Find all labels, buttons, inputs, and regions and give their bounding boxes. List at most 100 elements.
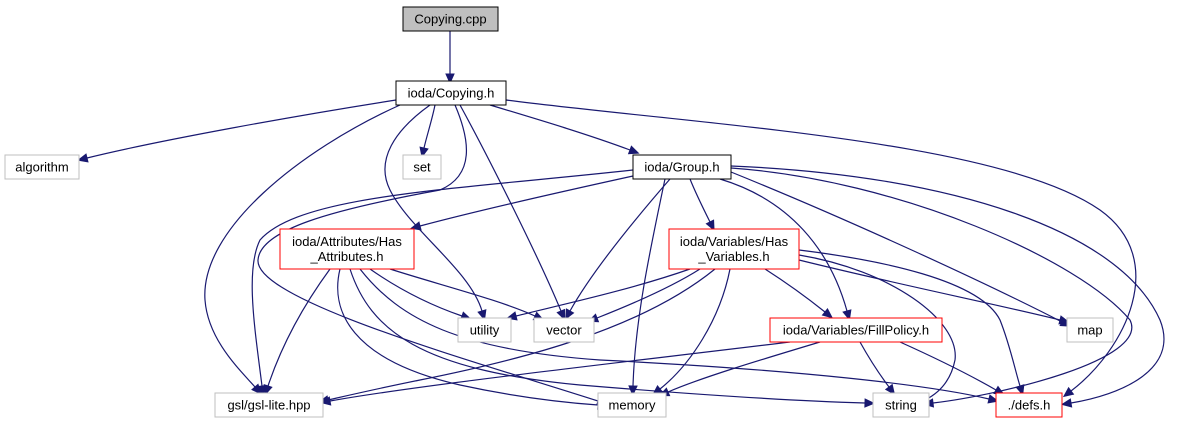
node-gsl-lite[interactable]: gsl/gsl-lite.hpp <box>214 392 324 418</box>
edge-line <box>730 167 1133 404</box>
node-memory[interactable]: memory <box>597 392 667 418</box>
edge-arrowhead <box>410 221 422 231</box>
node-box[interactable] <box>402 154 442 180</box>
edge-has_variables_h-to-memory <box>652 268 731 396</box>
node-box[interactable] <box>279 228 415 270</box>
node-box[interactable] <box>402 6 499 32</box>
node-box[interactable] <box>995 392 1063 418</box>
node-fillpolicy-h[interactable]: ioda/Variables/FillPolicy.h <box>769 317 943 343</box>
node-box[interactable] <box>597 392 667 418</box>
edge-arrowhead <box>263 384 273 396</box>
edge-line <box>384 104 483 312</box>
node-box[interactable] <box>533 317 595 343</box>
edge-group_h-to-vector <box>565 178 671 320</box>
node-label: memory <box>609 398 656 413</box>
edge-arrowhead <box>556 308 566 321</box>
node-set[interactable]: set <box>402 154 442 180</box>
node-defs-h[interactable]: ./defs.h <box>995 392 1063 418</box>
node-string[interactable]: string <box>872 392 930 418</box>
edge-has_variables_h-to-map <box>798 259 1070 325</box>
node-label: ioda/Attributes/Has <box>292 234 402 249</box>
edge-line <box>423 104 436 149</box>
node-label: ioda/Copying.h <box>408 86 495 101</box>
node-copying-cpp[interactable]: Copying.cpp <box>402 6 499 32</box>
node-box[interactable] <box>872 392 930 418</box>
edge-line <box>798 259 1061 321</box>
edge-fillpolicy_h-to-gsl_lite <box>319 341 791 406</box>
edge-line <box>659 268 731 390</box>
node-label: string <box>885 398 917 413</box>
node-has-attributes-h[interactable]: ioda/Attributes/Has_Attributes.h <box>279 228 415 270</box>
edge-line <box>764 268 826 313</box>
edge-arrowhead <box>628 385 638 397</box>
edge-arrowhead <box>884 383 896 396</box>
edge-arrowhead <box>1015 384 1025 396</box>
node-box[interactable] <box>1066 317 1114 343</box>
edge-arrowhead <box>77 153 89 163</box>
edge-line <box>719 178 848 312</box>
edge-group_h-to-has_variables_h <box>689 178 715 232</box>
edge-copying_h-to-defs_h <box>505 99 1137 398</box>
edge-group_h-to-string <box>730 167 1133 408</box>
edges-layer <box>77 31 1165 410</box>
edge-line <box>689 178 711 223</box>
edge-copying_h-to-group_h <box>489 104 640 155</box>
node-box[interactable] <box>668 228 800 270</box>
node-box[interactable] <box>214 392 324 418</box>
edge-line <box>86 99 397 159</box>
edge-line <box>251 169 634 387</box>
edge-line <box>459 104 562 312</box>
node-label: _Attributes.h <box>310 249 384 264</box>
node-label: _Variables.h <box>697 249 769 264</box>
edge-copying_h-to-algorithm <box>77 99 397 163</box>
node-has-variables-h[interactable]: ioda/Variables/Has_Variables.h <box>668 228 800 270</box>
edge-arrowhead <box>705 219 715 232</box>
edge-line <box>369 268 463 317</box>
node-label: set <box>413 160 431 175</box>
edge-copying_h-to-utility <box>384 104 487 321</box>
node-label: ioda/Variables/Has <box>680 234 789 249</box>
node-label: ioda/Variables/FillPolicy.h <box>783 323 929 338</box>
edge-line <box>798 254 956 401</box>
edge-line <box>267 268 331 387</box>
edge-has_attributes_h-to-gsl_lite <box>263 268 331 396</box>
edge-arrowhead <box>419 146 429 158</box>
edge-line <box>389 268 536 317</box>
edge-line <box>349 268 866 404</box>
edge-line <box>204 104 401 388</box>
node-group-h[interactable]: ioda/Group.h <box>632 154 732 180</box>
edge-line <box>569 178 671 312</box>
edge-group_h-to-has_attributes_h <box>410 175 634 231</box>
node-box[interactable] <box>4 154 80 180</box>
node-box[interactable] <box>457 317 512 343</box>
node-algorithm[interactable]: algorithm <box>4 154 80 180</box>
edge-line <box>596 268 701 319</box>
node-box[interactable] <box>395 80 507 106</box>
node-box[interactable] <box>769 317 943 343</box>
edge-line <box>859 341 890 388</box>
edge-group_h-to-defs_h <box>730 165 1165 408</box>
edge-group_h-to-fillpolicy_h <box>719 178 852 321</box>
edge-copying_h-to-vector <box>459 104 566 321</box>
edge-line <box>257 104 599 402</box>
edge-arrowhead <box>1062 386 1075 398</box>
edge-arrowhead <box>477 309 487 321</box>
node-label: vector <box>546 323 582 338</box>
edge-arrowhead <box>1060 398 1073 408</box>
edge-arrowhead <box>821 307 833 319</box>
edge-line <box>329 341 791 402</box>
node-utility[interactable]: utility <box>457 317 512 343</box>
edge-arrowhead <box>987 394 999 404</box>
edge-line <box>730 171 1063 323</box>
node-map[interactable]: map <box>1066 317 1114 343</box>
edge-copying_h-to-set <box>419 104 436 158</box>
edge-line <box>798 249 1021 387</box>
node-label: gsl/gsl-lite.hpp <box>227 398 310 413</box>
node-vector[interactable]: vector <box>533 317 595 343</box>
edge-arrowhead <box>1058 315 1070 325</box>
edge-line <box>327 268 716 401</box>
node-box[interactable] <box>632 154 732 180</box>
node-label: ./defs.h <box>1008 398 1051 413</box>
node-copying-h[interactable]: ioda/Copying.h <box>395 80 507 106</box>
